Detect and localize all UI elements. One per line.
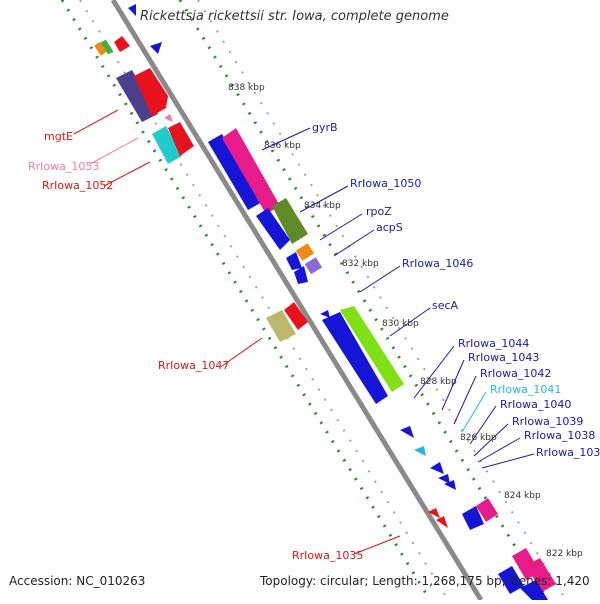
label-rriowa-1040[interactable]: RrIowa_1040: [500, 398, 571, 411]
leader-rriowa-1044: [413, 345, 455, 399]
rpoZ-gene[interactable]: [295, 243, 315, 261]
label-rriowa-1050[interactable]: RrIowa_1050: [350, 177, 421, 190]
top-blue-arrow[interactable]: [128, 4, 136, 16]
kbp-label-838: 838 kbp: [228, 83, 265, 93]
rriowa-1052-gene-cyan[interactable]: [152, 126, 182, 164]
leader-rriowa-1041: [461, 391, 487, 433]
rriowa-1053-gene[interactable]: [164, 114, 173, 122]
topology-text: Topology: circular; Length: 1,268,175 bp…: [260, 574, 590, 588]
label-secA[interactable]: secA: [432, 299, 459, 312]
rriowa-1040-gene[interactable]: [430, 462, 444, 474]
rriowa-1050-gene[interactable]: [256, 208, 290, 250]
rriowa-1046-gene[interactable]: [320, 310, 330, 318]
label-rriowa-1046[interactable]: RrIowa_1046: [402, 257, 473, 270]
blue-gene-bottom[interactable]: [520, 580, 548, 600]
rriowa-1035-gene-2[interactable]: [436, 516, 448, 528]
leader-gyrB: [261, 127, 311, 151]
acpS-gene[interactable]: [304, 257, 323, 275]
pink-gene-822-b[interactable]: [526, 558, 556, 592]
small-blue-gene-b[interactable]: [294, 266, 308, 284]
leader-rriowa-1038: [477, 437, 521, 463]
leader-rriowa-1040: [469, 405, 497, 445]
label-rriowa-1035[interactable]: RrIowa_1035: [292, 549, 363, 562]
kbp-label-828: 828 kbp: [420, 377, 457, 387]
label-rpoZ[interactable]: rpoZ: [366, 205, 392, 218]
label-gyrB[interactable]: gyrB: [312, 121, 338, 134]
genome-title: Rickettsia rickettsii str. Iowa, complet…: [140, 9, 449, 24]
label-rriowa-1039[interactable]: RrIowa_1039: [512, 415, 583, 428]
rriowa-1047-gene-red[interactable]: [284, 302, 308, 330]
leader-rriowa-1052: [103, 161, 151, 187]
kbp-label-836: 836 kbp: [264, 141, 301, 151]
kbp-label-830: 830 kbp: [382, 319, 419, 329]
label-rriowa-1052[interactable]: RrIowa_1052: [42, 179, 113, 192]
leader-rriowa-1043: [441, 359, 465, 411]
leader-rriowa-1039: [473, 423, 509, 457]
top-blue-arrow-2[interactable]: [150, 42, 162, 54]
label-mgtE[interactable]: mgtE: [44, 130, 73, 143]
rriowa-1041-gene[interactable]: [414, 446, 426, 456]
kbp-label-826: 826 kbp: [460, 433, 497, 443]
leader-rriowa-1042: [453, 375, 477, 425]
kbp-label-834: 834 kbp: [304, 201, 341, 211]
label-rriowa-1042[interactable]: RrIowa_1042: [480, 367, 551, 380]
leader-acpS: [333, 229, 375, 257]
accession-text: Accession: NC_010263: [9, 574, 146, 588]
rriowa-1035-gene-1[interactable]: [428, 508, 440, 518]
small-blue-gene-a[interactable]: [286, 252, 302, 270]
rriowa-1037-gene[interactable]: [462, 506, 484, 530]
label-rriowa-1037[interactable]: RrIowa_1037: [536, 446, 600, 459]
leader-secA: [389, 307, 431, 337]
label-rriowa-1053[interactable]: RrIowa_1053: [28, 160, 99, 173]
leader-rpoZ: [319, 213, 363, 241]
gyrB-gene-pink[interactable]: [222, 128, 280, 214]
rriowa-1038-gene[interactable]: [444, 480, 456, 490]
label-acpS[interactable]: acpS: [376, 221, 403, 234]
green-gene-small[interactable]: [100, 39, 114, 55]
kbp-label-824: 824 kbp: [504, 491, 541, 501]
rriowa-1050-gene-olive[interactable]: [272, 198, 308, 244]
rriowa-1047-gene-khaki[interactable]: [266, 310, 296, 342]
leader-rriowa-1046: [359, 265, 401, 293]
label-rriowa-1044[interactable]: RrIowa_1044: [458, 337, 529, 350]
blue-gene-822[interactable]: [498, 566, 524, 594]
genome-backbone: [110, 0, 484, 602]
kbp-label-832: 832 kbp: [342, 259, 379, 269]
leader-mgtE: [73, 109, 119, 135]
leader-rriowa-1047: [221, 337, 263, 367]
secA-gene[interactable]: [322, 312, 388, 404]
kbp-label-822: 822 kbp: [546, 549, 583, 559]
orange-gene-small[interactable]: [94, 41, 107, 56]
rriowa-1044-gene[interactable]: [400, 426, 414, 438]
leader-rriowa-1037: [481, 453, 535, 469]
label-rriowa-1043[interactable]: RrIowa_1043: [468, 351, 539, 364]
mgtE-gene[interactable]: [116, 70, 158, 122]
label-rriowa-1038[interactable]: RrIowa_1038: [524, 429, 595, 442]
red-gene-top[interactable]: [114, 36, 130, 52]
label-rriowa-1047[interactable]: RrIowa_1047: [158, 359, 229, 372]
leader-rriowa-1053: [89, 137, 139, 165]
label-rriowa-1041[interactable]: RrIowa_1041: [490, 383, 561, 396]
red-gene-large[interactable]: [134, 68, 168, 116]
leader-rriowa-1035: [353, 535, 401, 555]
leader-rriowa-1050: [299, 185, 349, 213]
pink-gene-824[interactable]: [476, 498, 498, 522]
rriowa-1039-gene[interactable]: [438, 474, 450, 484]
gyrB-gene[interactable]: [208, 134, 262, 210]
secA-gene-lime[interactable]: [340, 306, 404, 392]
rriowa-1052-gene-red[interactable]: [168, 122, 194, 156]
